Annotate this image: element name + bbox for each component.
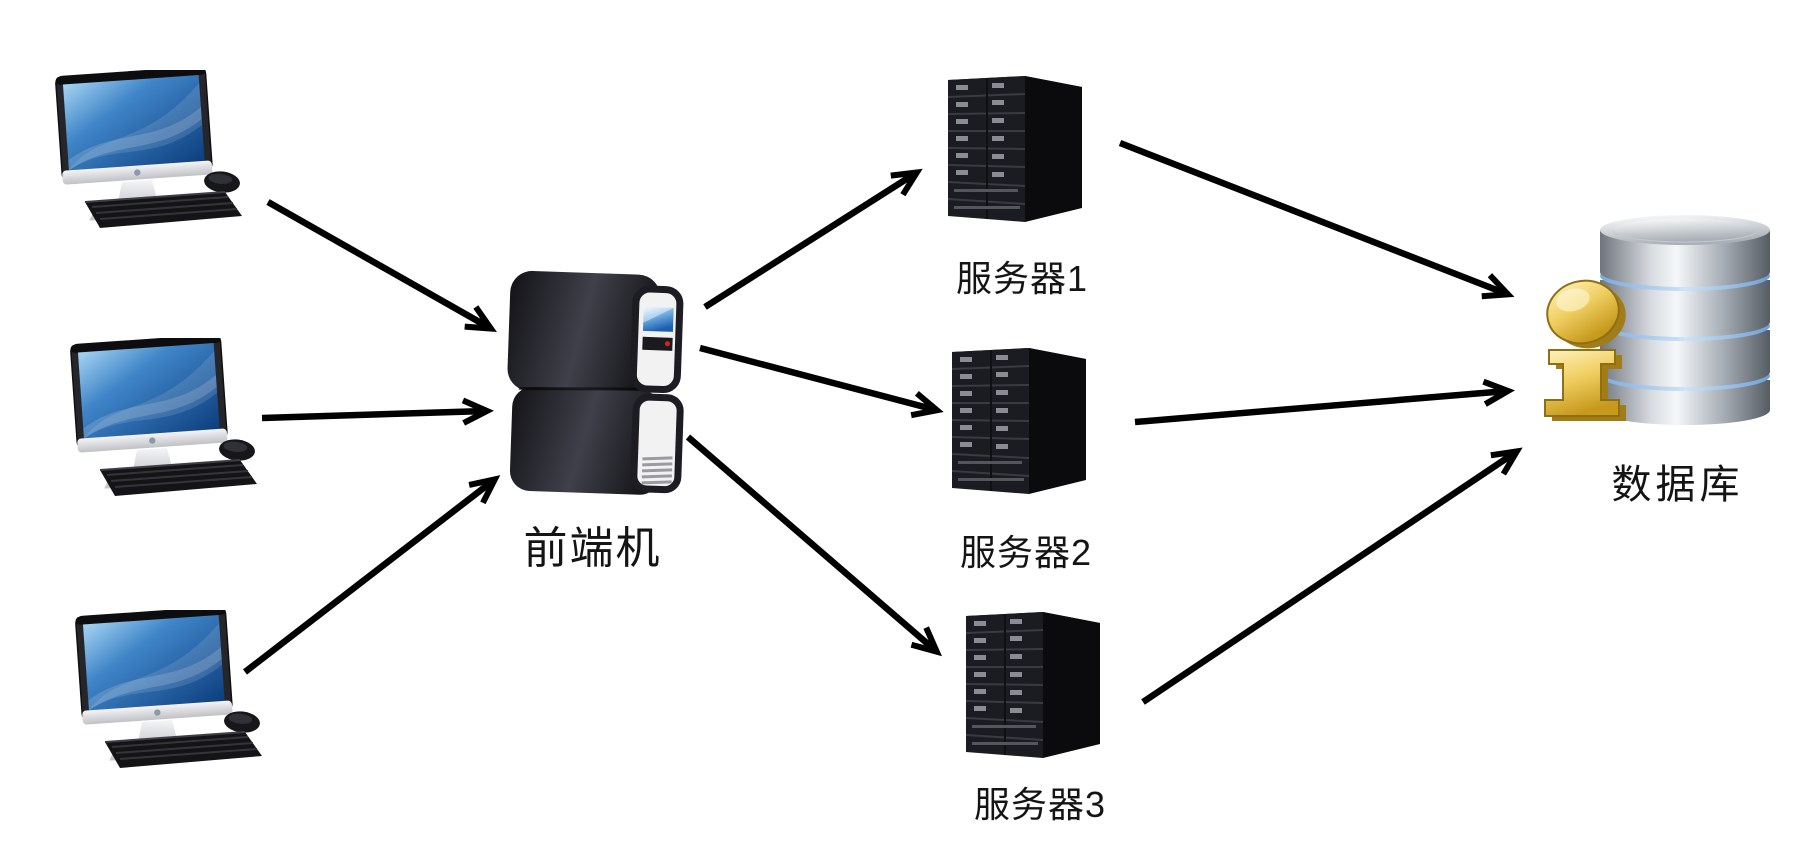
arrow-client2-frontend: [261, 397, 494, 426]
label-frontend: 前端机: [523, 524, 662, 573]
node-client1: [30, 70, 245, 230]
label-server3: 服务器3: [973, 784, 1107, 825]
node-server3: [958, 606, 1108, 761]
node-server1: [940, 70, 1090, 225]
arrow-frontend-server3: [685, 434, 943, 657]
arrow-server2-database: [1134, 378, 1515, 426]
label-server2: 服务器2: [959, 532, 1093, 573]
arrow-frontend-server2: [699, 344, 944, 419]
database-info-icon: [1544, 215, 1770, 425]
rack-server-icon: [951, 347, 1087, 495]
desktop-computer-icon: [74, 610, 263, 769]
info-i-glyph: [1544, 279, 1626, 421]
rack-server-icon: [965, 611, 1101, 759]
arrow-server3-database: [1141, 447, 1523, 705]
label-database: 数据库: [1611, 463, 1744, 507]
desktop-computer-icon: [69, 338, 258, 497]
tower-gateway-icon: [507, 270, 684, 495]
label-server1: 服务器1: [955, 258, 1089, 299]
rack-server-icon: [947, 75, 1083, 223]
node-server2: [944, 342, 1094, 497]
arrow-server1-database: [1118, 139, 1515, 300]
node-database: [1535, 192, 1795, 442]
node-frontend: [495, 265, 690, 510]
arrow-client3-frontend: [243, 475, 501, 675]
node-client2: [45, 338, 260, 498]
desktop-computer-icon: [54, 70, 243, 229]
node-client3: [50, 610, 265, 770]
arrow-client1-frontend: [266, 199, 497, 332]
arrow-frontend-server1: [703, 168, 923, 310]
